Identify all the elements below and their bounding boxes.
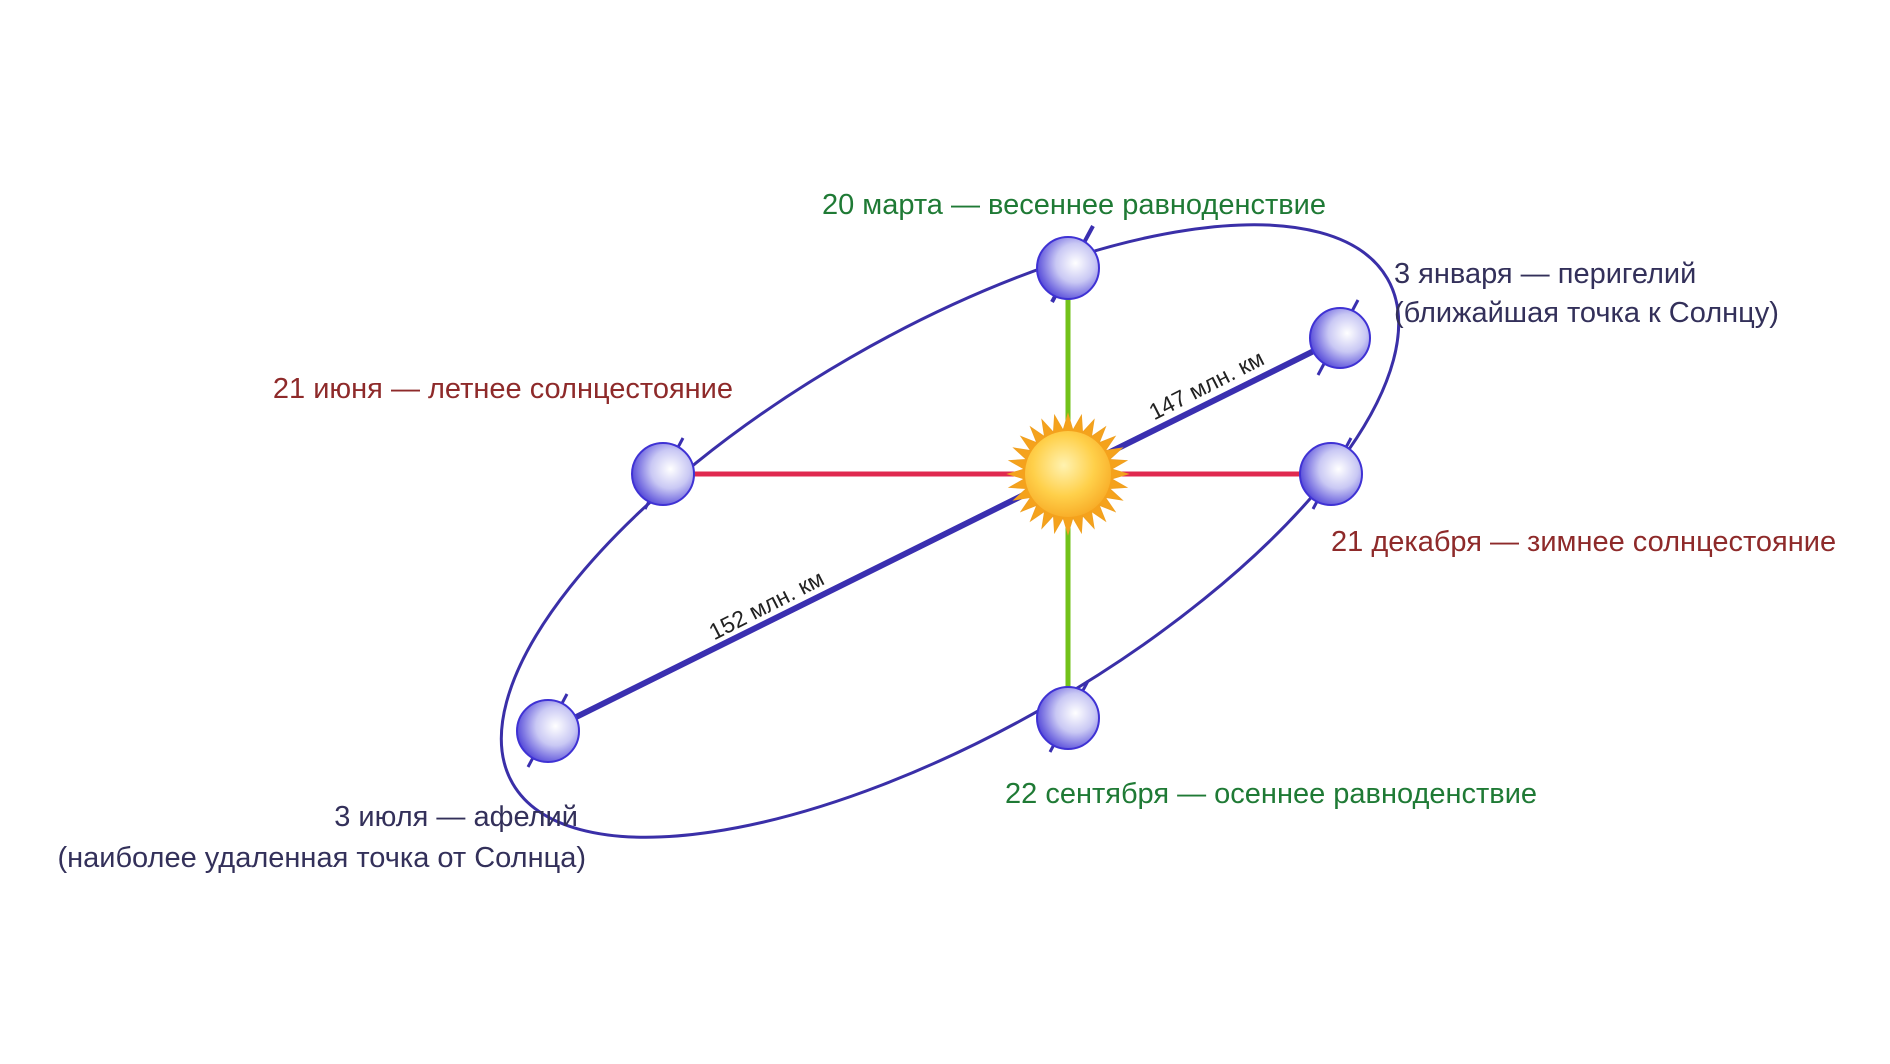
sun <box>1008 414 1128 534</box>
label-december: 21 декабря — зимнее солнцестояние <box>1331 526 1836 558</box>
label-january-line2: (ближайшая точка к Солнцу) <box>1394 297 1779 329</box>
planet-september <box>1037 681 1099 752</box>
label-july-line2: (наиболее удаленная точка от Солнца) <box>57 842 586 874</box>
planet-january <box>1310 300 1370 375</box>
sun-core <box>1025 431 1111 517</box>
label-september: 22 сентября — осеннее равноденствие <box>1005 778 1537 810</box>
distance-aphelion-label: 152 млн. км <box>705 565 828 645</box>
planet-march <box>1037 226 1099 302</box>
label-march: 20 марта — весеннее равноденствие <box>822 189 1326 221</box>
label-july: 3 июля — афелий (наиболее удаленная точк… <box>57 801 586 874</box>
planet-july <box>517 694 579 767</box>
label-january: 3 января — перигелий (ближайшая точка к … <box>1394 258 1779 329</box>
label-january-line1: 3 января — перигелий <box>1394 258 1696 290</box>
label-june: 21 июня — летнее солнцестояние <box>273 373 733 405</box>
label-july-line1: 3 июля — афелий <box>334 801 578 833</box>
planet-june <box>632 438 694 509</box>
